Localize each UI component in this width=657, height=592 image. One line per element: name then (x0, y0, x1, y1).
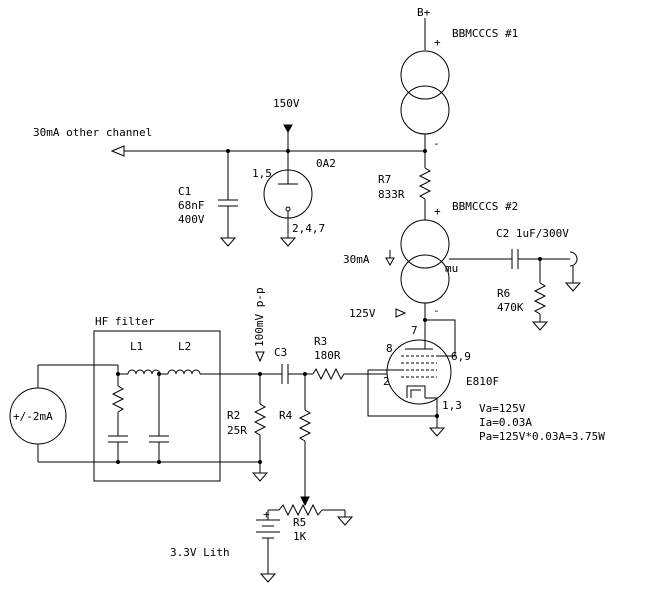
bbmcccs-1 (400, 18, 450, 168)
va-note: Va=125V (479, 402, 526, 415)
minus-sign-1: - (433, 137, 440, 150)
pin8-label: 8 (386, 342, 393, 355)
pin69-label: 6,9 (451, 350, 471, 363)
bplus-label: B+ (417, 6, 431, 19)
plus-sign-1: + (434, 36, 441, 49)
resistor-r4 (298, 374, 312, 497)
resistor-r2 (251, 374, 269, 482)
r6-value: 470K (497, 301, 524, 314)
v150-label: 150V (273, 97, 300, 110)
capacitor-c1 (218, 151, 238, 247)
battery-3v3 (256, 510, 280, 583)
other-channel-label: 30mA other channel (33, 126, 152, 139)
pin7-label: 7 (411, 324, 418, 337)
r4-label: R4 (279, 409, 293, 422)
hf-filter-box (93, 330, 221, 482)
r2-name: R2 (227, 409, 240, 422)
c3-label: C3 (274, 346, 287, 359)
resistor-r3 (312, 367, 387, 381)
current-arrow-icon (385, 250, 395, 267)
c1-voltage: 400V (178, 213, 205, 226)
capacitor-c2 (511, 249, 570, 269)
i30ma-label: 30mA (343, 253, 370, 266)
l1-label: L1 (130, 340, 143, 353)
r7-value: 833R (378, 188, 405, 201)
r5-value: 1K (293, 530, 307, 543)
oa2-pins-top: 1,5 (252, 167, 272, 180)
hf-filter-label: HF filter (95, 315, 155, 328)
probe-100mv-icon (255, 351, 265, 363)
output-jack-icon (564, 251, 582, 292)
source-label: +/-2mA (13, 410, 53, 423)
r3-name: R3 (314, 335, 327, 348)
filter-resistor (108, 374, 128, 462)
sig100-label: 100mV p-p (253, 287, 266, 347)
ia-note: Ia=0.03A (479, 416, 532, 429)
output-arrow-icon (110, 145, 125, 157)
mu-label: mu (445, 262, 458, 275)
tube-label: E810F (466, 375, 499, 388)
resistor-r7 (418, 167, 432, 220)
current-source (9, 364, 260, 463)
r2-value: 25R (227, 424, 247, 437)
pin13-label: 1,3 (442, 399, 462, 412)
bbmcccs-2 (400, 219, 450, 335)
tube-0a2 (263, 151, 313, 247)
oa2-label: 0A2 (316, 157, 336, 170)
c1-name: C1 (178, 185, 191, 198)
plus-sign-2: + (434, 205, 441, 218)
battery-label: 3.3V Lith (170, 546, 230, 559)
r6-name: R6 (497, 287, 510, 300)
tube-e810f (386, 319, 456, 405)
bbmcccs-2-label: BBMCCCS #2 (452, 200, 518, 213)
minus-sign-2: - (433, 304, 440, 317)
probe-125v-icon (395, 308, 407, 318)
capacitor-c3 (270, 364, 313, 384)
c1-value: 68nF (178, 199, 205, 212)
filter-capacitor (149, 374, 169, 462)
pin2-label: 2 (383, 375, 390, 388)
inductor-l2 (167, 369, 270, 375)
pa-note: Pa=125V*0.03A=3.75W (479, 430, 605, 443)
bbmcccs-1-label: BBMCCCS #1 (452, 27, 518, 40)
ground-icon (428, 427, 446, 437)
r3-value: 180R (314, 349, 341, 362)
probe-150v-icon (283, 124, 293, 151)
resistor-r6 (531, 259, 549, 331)
r5-name: R5 (293, 516, 306, 529)
r7-name: R7 (378, 173, 391, 186)
potentiometer-r5 (268, 496, 354, 526)
battery-plus: + (263, 508, 270, 521)
c2-label: C2 1uF/300V (496, 227, 569, 240)
oa2-pins-bottom: 2,4,7 (292, 222, 325, 235)
l2-label: L2 (178, 340, 191, 353)
v125-label: 125V (349, 307, 376, 320)
